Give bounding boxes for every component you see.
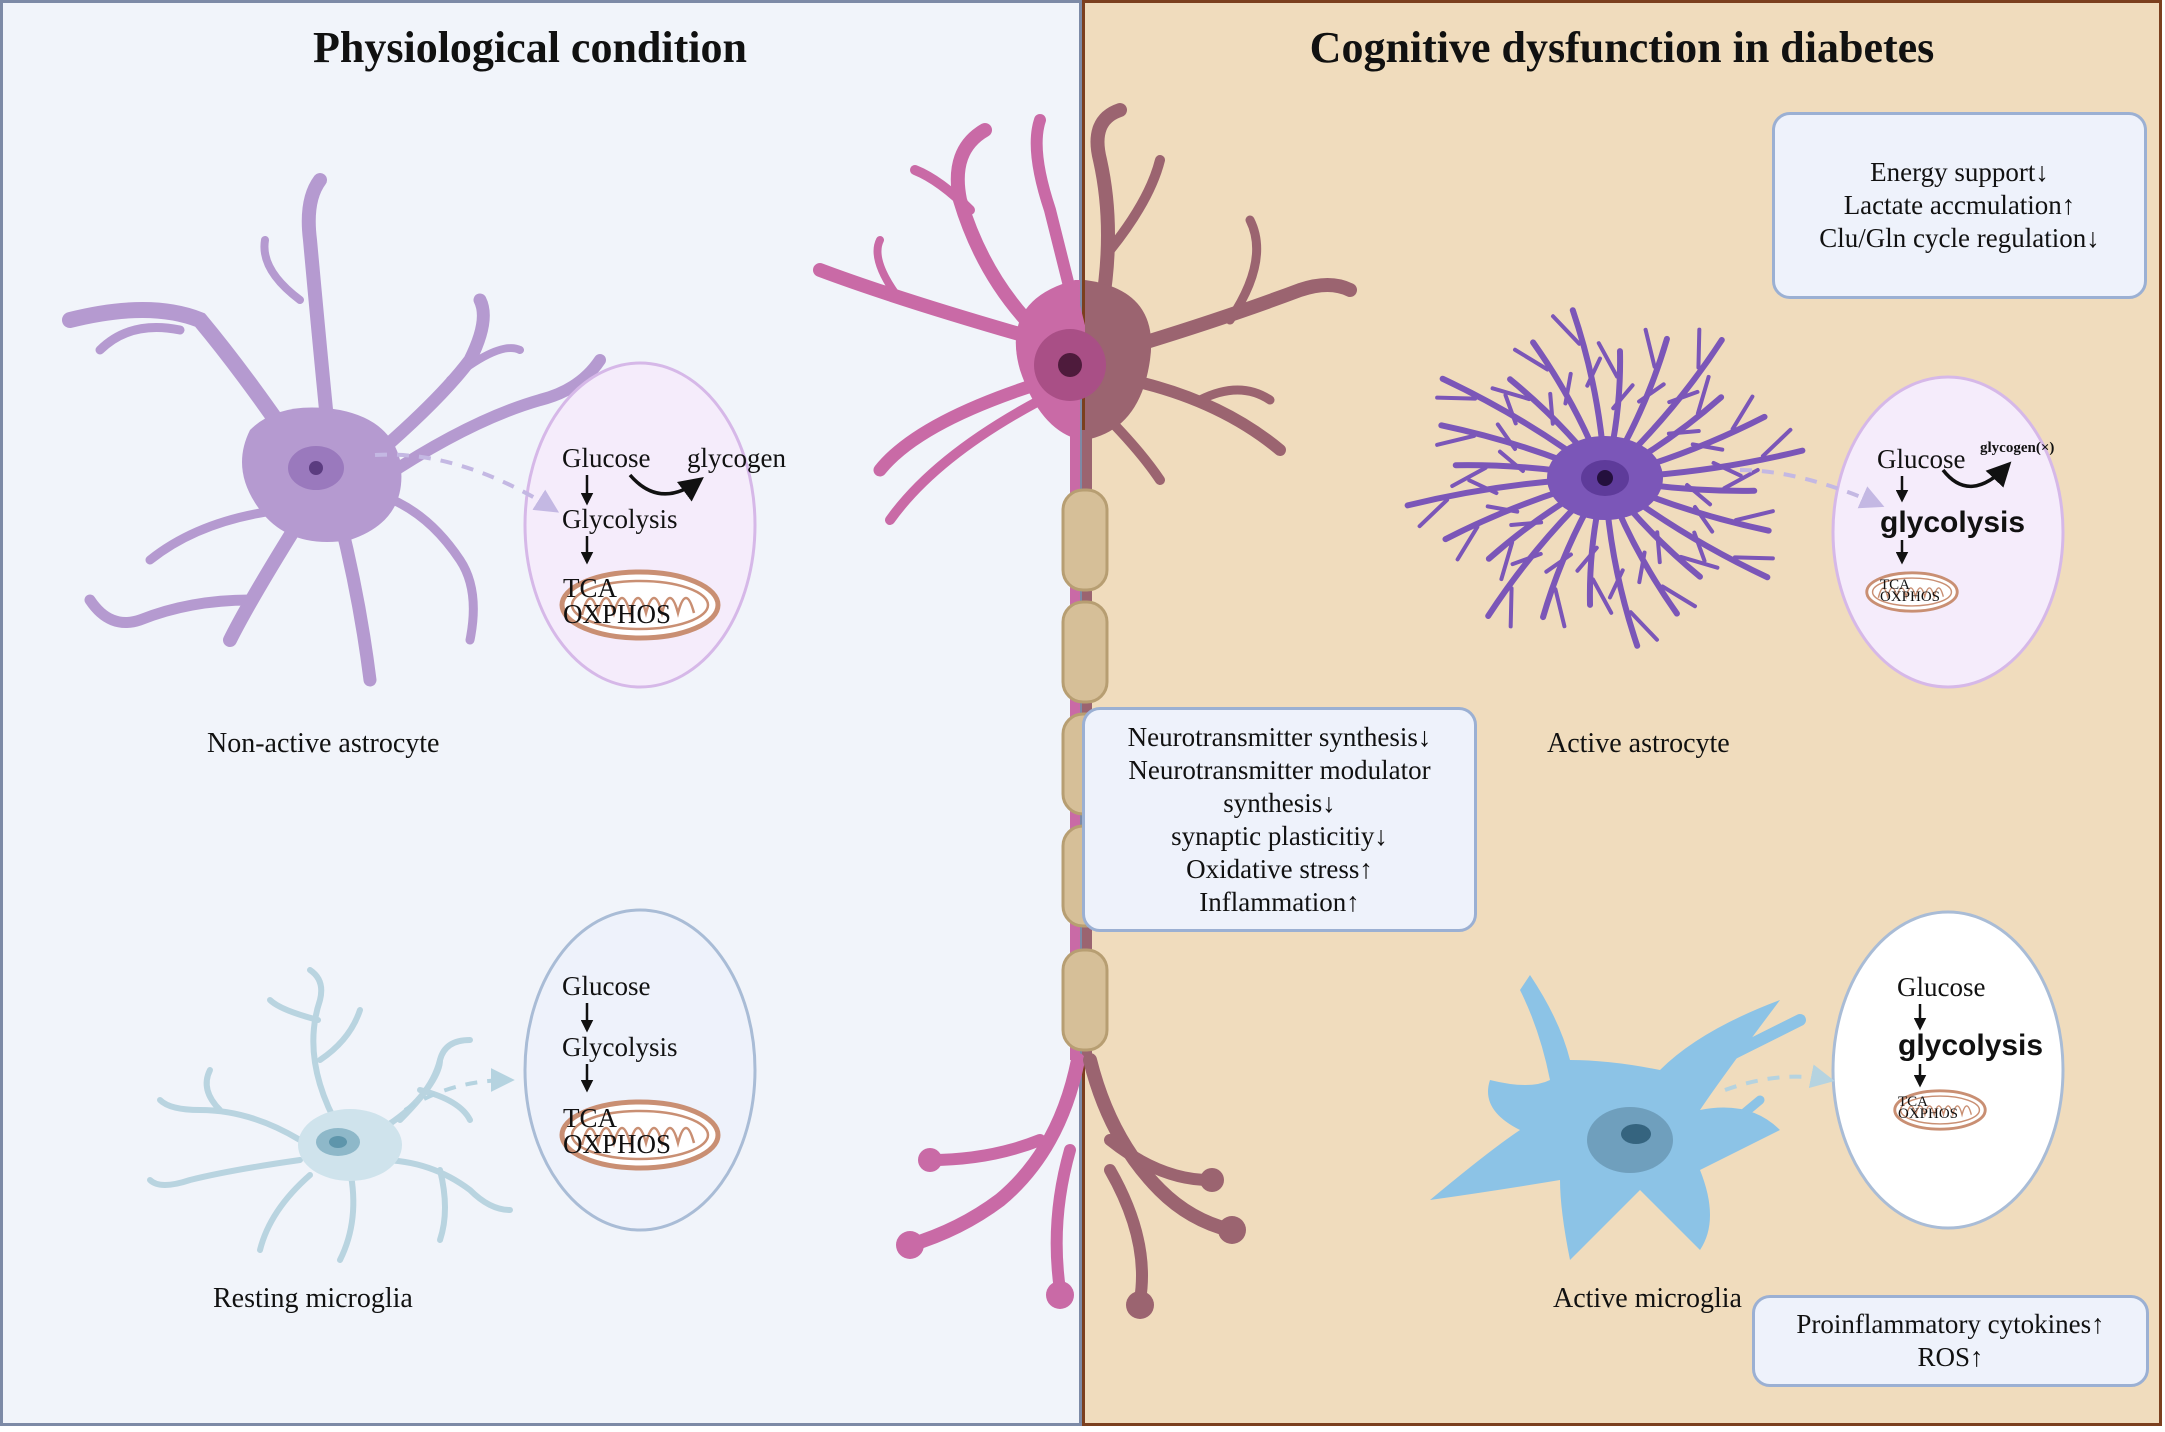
glycolysis-text: Glycolysis [562,504,678,534]
effect-line: Oxidative stress↑ [1186,853,1373,884]
non-active-astrocyte-metabolism: Glucose glycogen Glycolysis TCA OXPHOS [374,361,786,689]
glucose-text: Glucose [562,443,650,473]
effect-line: synthesis↓ [1223,787,1336,818]
effect-line: ROS↑ [1917,1342,1984,1372]
effect-line: Inflammation↑ [1199,886,1360,917]
non-active-astrocyte-label: Non-active astrocyte [207,728,440,759]
glucose-text: Glucose [562,971,650,1001]
effect-line: Neurotransmitter modulator [1128,754,1431,785]
astrocyte-effects-box: Energy support↓ Lactate accmulation↑ Clu… [1772,112,2147,299]
glycolysis-text: Glycolysis [562,1032,678,1062]
tca-text: TCA [563,573,618,603]
tca-text: TCA [1880,577,1910,593]
effect-line: Neurotransmitter synthesis↓ [1127,721,1432,752]
oxphos-text: OXPHOS [563,599,671,629]
resting-microglia [147,967,513,1263]
effect-line: synaptic plasticitiy↓ [1171,820,1388,851]
oxphos-text: OXPHOS [563,1129,671,1159]
effect-line: Lactate accmulation↑ [1843,190,2076,220]
glucose-text: Glucose [1897,972,1985,1002]
oxphos-text: OXPHOS [1898,1106,1958,1122]
non-active-astrocyte [62,173,606,687]
active-astrocyte-label: Active astrocyte [1547,728,1730,759]
active-astrocyte-metabolism: Glucose glycogen(×) glycolysis TCA OXPHO… [1739,375,2065,689]
tca-text: TCA [563,1103,618,1133]
glycolysis-bold-text: glycolysis [1880,506,2025,539]
glycolysis-bold-text: glycolysis [1898,1029,2043,1062]
effect-line: Clu/Gln cycle regulation↓ [1819,223,2100,253]
active-astrocyte [1404,307,1806,649]
glucose-text: Glucose [1877,444,1965,474]
microglia-effects-box: Proinflammatory cytokines↑ ROS↑ [1752,1295,2149,1387]
glycogen-text: glycogen [687,443,786,473]
effect-line: Energy support↓ [1870,157,2049,187]
left-panel-title: Physiological condition [313,23,747,72]
glycogen-blocked-text: glycogen(×) [1980,440,2054,456]
effect-line: Proinflammatory cytokines↑ [1796,1309,2105,1339]
resting-microglia-metabolism: Glucose Glycolysis TCA OXPHOS [403,908,757,1232]
resting-microglia-label: Resting microglia [213,1283,413,1314]
physiological-panel [0,0,1082,1426]
active-microglia-label: Active microglia [1553,1283,1742,1314]
active-microglia [1430,975,1806,1260]
active-microglia-metabolism: Glucose glycolysis TCA OXPHOS [1724,910,2065,1230]
right-panel-title: Cognitive dysfunction in diabetes [1309,23,1935,72]
tca-text: TCA [1898,1094,1928,1110]
neuron-effects-box: Neurotransmitter synthesis↓ Neurotransmi… [1082,707,1477,932]
oxphos-text: OXPHOS [1880,589,1940,605]
